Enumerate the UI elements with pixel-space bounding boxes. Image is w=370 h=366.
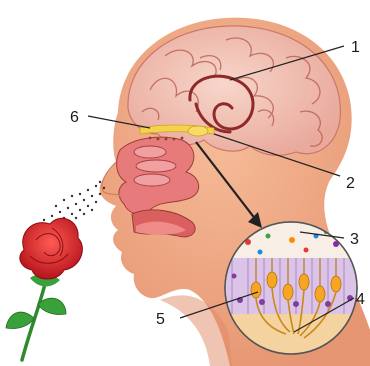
label-5: 5 bbox=[156, 311, 165, 328]
label-4: 4 bbox=[356, 291, 365, 308]
label-6: 6 bbox=[70, 109, 79, 126]
rose-leaf-left bbox=[6, 312, 34, 328]
rose-bloom bbox=[20, 218, 83, 279]
rose bbox=[6, 218, 82, 360]
scent-particles bbox=[43, 181, 105, 227]
label-3: 3 bbox=[350, 231, 359, 248]
label-2: 2 bbox=[346, 175, 355, 192]
label-1: 1 bbox=[351, 39, 360, 56]
rose-leaf-right bbox=[38, 298, 66, 314]
olfactory-bulb bbox=[188, 126, 208, 136]
